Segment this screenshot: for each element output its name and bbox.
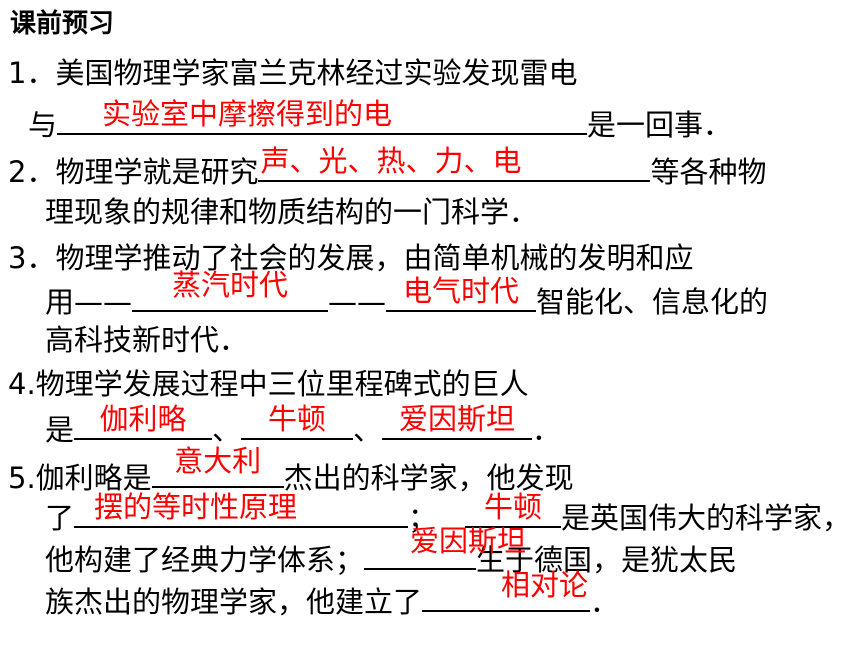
q5-mid-2: ；	[408, 501, 438, 535]
q2-pre: 2．物理学就是研究	[8, 155, 259, 189]
q2-line2: 理现象的规律和物质结构的一门科学．	[45, 195, 539, 229]
q5-answer-2: 摆的等时性原理	[94, 490, 298, 524]
q5-blank-1[interactable]: 意大利	[151, 444, 284, 488]
q4-blank-2[interactable]: 牛顿	[241, 402, 354, 440]
q3-mid: ——	[328, 285, 387, 319]
q5-line4: 族杰出的物理学家，他建立了 相对论．	[45, 568, 620, 620]
q3-blank-1[interactable]: 蒸汽时代	[132, 268, 329, 312]
q3-post: 智能化、信息化的	[536, 285, 769, 319]
q4-sep-2: 、	[353, 413, 383, 447]
q2-post: 等各种物	[650, 155, 767, 189]
q2-line1: 2．物理学就是研究声、光、热、力、电 等各种物	[8, 144, 767, 190]
q5-post-1: 杰出的科学家，他发现	[283, 461, 574, 495]
q5-blank-3[interactable]: 牛顿	[465, 490, 562, 528]
q5-answer-3: 牛顿	[484, 490, 543, 524]
q3-pre: 用——	[45, 285, 133, 319]
q5-answer-5: 相对论	[501, 568, 589, 602]
q5-pre-3: 他构建了经典力学体系；	[45, 543, 365, 577]
q4-answer-1: 伽利略	[99, 402, 187, 436]
q1-blank[interactable]: 实验室中摩擦得到的电	[57, 97, 588, 135]
q4-blank-3[interactable]: 爱因斯坦	[382, 402, 533, 440]
q1-line1: 1．美国物理学家富兰克林经过实验发现雷电	[8, 56, 578, 90]
q1-post: 是一回事．	[587, 108, 733, 142]
q4-answer-2: 牛顿	[268, 402, 327, 436]
q4-post: ．	[532, 413, 562, 447]
q3-line1: 3．物理学推动了社会的发展，由简单机械的发明和应	[8, 241, 694, 275]
q5-pre-2: 了	[45, 501, 75, 535]
q5-line3: 他构建了经典力学体系； 爱因斯坦生于德国，是犹太民	[45, 524, 738, 578]
q1-answer: 实验室中摩擦得到的电	[102, 97, 393, 131]
q5-pre-4: 族杰出的物理学家，他建立了	[45, 585, 423, 619]
page-title: 课前预习	[10, 9, 115, 39]
q5-post-4: ．	[590, 585, 620, 619]
q5-line2: 了摆的等时性原理 ； 牛顿是英国伟大的科学家，	[45, 490, 852, 536]
q5-answer-1: 意大利	[174, 444, 262, 478]
q3-line3: 高科技新时代．	[45, 323, 249, 357]
q5-line1: 5.伽利略是意大利杰出的科学家，他发现	[8, 444, 574, 496]
q5-blank-4[interactable]: 爱因斯坦	[364, 524, 526, 570]
q5-blank-2[interactable]: 摆的等时性原理	[74, 490, 409, 528]
q4-line2: 是伽利略、牛顿、爱因斯坦．	[45, 402, 562, 448]
q5-post-2: 是英国伟大的科学家，	[561, 501, 852, 535]
q2-answer: 声、光、热、力、电	[260, 144, 522, 178]
q5-post-3: 生于德国，是犹太民	[476, 543, 738, 577]
q4-sep-1: 、	[212, 413, 242, 447]
q4-line1: 4.物理学发展过程中三位里程碑式的巨人	[8, 367, 529, 401]
q3-answer-2: 电气时代	[403, 274, 520, 308]
q2-blank[interactable]: 声、光、热、力、电	[258, 144, 651, 182]
q5-blank-5[interactable]: 相对论	[422, 568, 591, 612]
q1-pre: 与	[28, 108, 58, 142]
q4-answer-3: 爱因斯坦	[399, 402, 516, 436]
q4-pre: 是	[45, 413, 75, 447]
q4-blank-1[interactable]: 伽利略	[74, 402, 213, 440]
q3-line2: 用—— 蒸汽时代 —— 电气时代智能化、信息化的	[45, 268, 769, 320]
q1-line2: 与 实验室中摩擦得到的电 是一回事．	[28, 97, 733, 143]
q3-answer-1: 蒸汽时代	[172, 268, 289, 302]
q3-blank-2[interactable]: 电气时代	[386, 274, 537, 312]
q5-pre: 5.伽利略是	[8, 461, 152, 495]
q5-answer-4: 爱因斯坦	[410, 524, 527, 558]
